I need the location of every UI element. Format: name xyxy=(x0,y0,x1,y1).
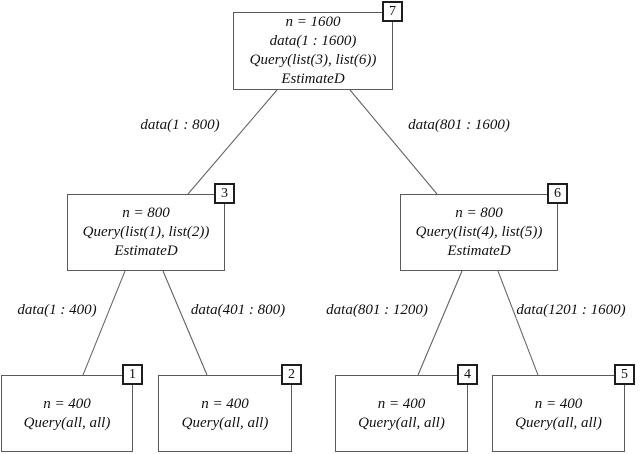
tree-node-4: n = 400 Query(all, all) xyxy=(335,375,468,452)
edge-root-to-node3 xyxy=(187,89,278,195)
edge-node3-to-node1 xyxy=(82,270,126,376)
tree-node-3: n = 800 Query(list(1), list(2)) Estimate… xyxy=(67,194,225,271)
node-4-line-query: Query(all, all) xyxy=(358,414,445,431)
tree-node-6: n = 800 Query(list(4), list(5)) Estimate… xyxy=(400,194,558,271)
node-number-badge-5: 5 xyxy=(614,364,635,385)
node-number-badge-4: 4 xyxy=(457,364,478,385)
edge-node6-to-node4 xyxy=(417,270,463,376)
node-5-line-n: n = 400 xyxy=(534,395,583,412)
node-2-line-query: Query(all, all) xyxy=(181,414,269,431)
node-number-badge-6: 6 xyxy=(547,183,568,204)
edge-label-data-1-400: data(1 : 400) xyxy=(17,301,97,319)
node-3-line-n: n = 800 xyxy=(122,205,170,221)
node-7-line-estimate: EstimateD xyxy=(281,71,345,87)
node-6-line-n: n = 800 xyxy=(455,205,503,221)
edge-label-data-401-800: data(401 : 800) xyxy=(190,301,286,319)
edge-label-data-1-800: data(1 : 800) xyxy=(140,116,220,134)
node-number-badge-2: 2 xyxy=(281,364,302,385)
node-1-line-query: Query(all, all) xyxy=(23,414,111,431)
tree-node-2: n = 400 Query(all, all) xyxy=(158,375,292,452)
tree-node-1: n = 400 Query(all, all) xyxy=(1,375,133,452)
node-3-line-query: Query(list(1), list(2)) xyxy=(82,224,210,240)
node-4-line-n: n = 400 xyxy=(377,395,426,412)
edge-label-data-1201-1600: data(1201 : 1600) xyxy=(516,301,626,319)
node-6-line-estimate: EstimateD xyxy=(447,243,511,259)
tree-node-5: n = 400 Query(all, all) xyxy=(492,375,625,452)
node-number-badge-1: 1 xyxy=(122,364,143,385)
node-5-line-query: Query(all, all) xyxy=(515,414,602,431)
node-1-line-n: n = 400 xyxy=(43,395,91,412)
node-3-line-estimate: EstimateD xyxy=(114,243,178,259)
node-2-line-n: n = 400 xyxy=(201,395,249,412)
edge-root-to-node6 xyxy=(349,89,438,195)
edge-node3-to-node2 xyxy=(162,270,208,376)
edge-node6-to-node5 xyxy=(497,270,539,376)
node-number-badge-7: 7 xyxy=(382,1,403,22)
node-7-line-query: Query(list(3), list(6)) xyxy=(249,52,377,68)
edge-label-data-801-1200: data(801 : 1200) xyxy=(326,301,428,319)
edge-label-data-801-1600: data(801 : 1600) xyxy=(408,116,510,134)
node-7-line-n: n = 1600 xyxy=(285,14,341,30)
node-7-line-data: data(1 : 1600) xyxy=(269,33,357,49)
node-number-badge-3: 3 xyxy=(214,183,235,204)
tree-node-7: n = 1600 data(1 : 1600) Query(list(3), l… xyxy=(233,12,393,90)
node-6-line-query: Query(list(4), list(5)) xyxy=(415,224,543,240)
